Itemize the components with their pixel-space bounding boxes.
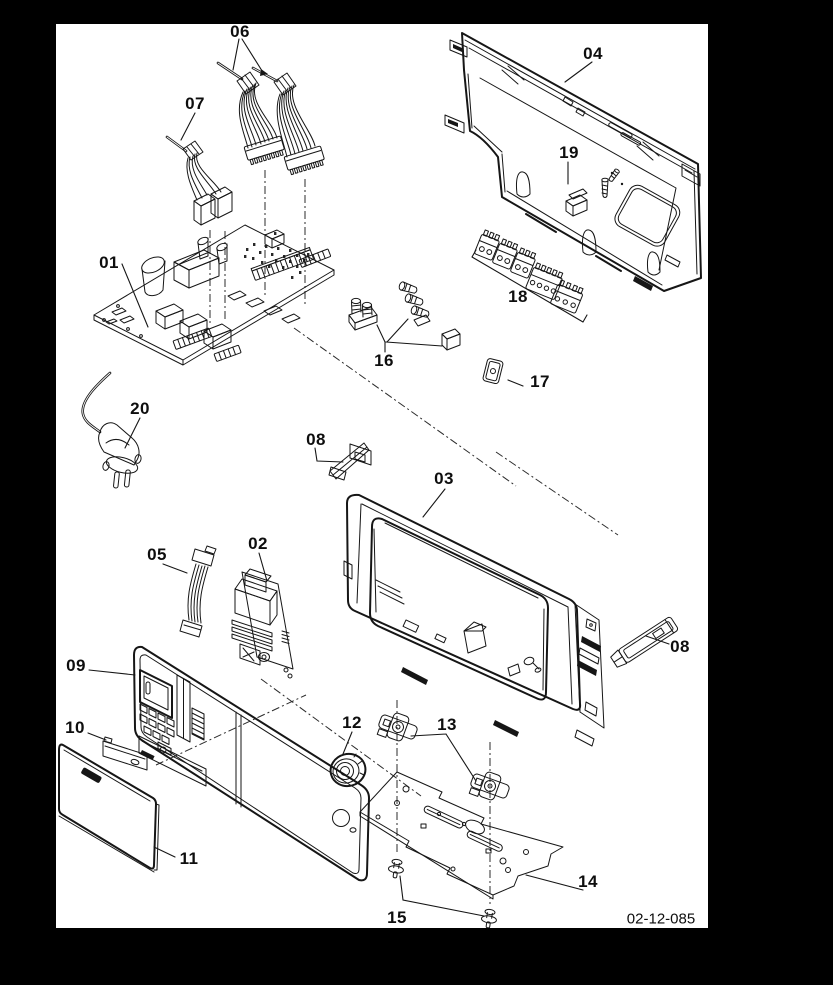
part-17-blanking-cover bbox=[482, 358, 504, 385]
callout-15: 15 bbox=[387, 908, 407, 927]
pcb-component-cluster bbox=[244, 232, 310, 279]
display-window bbox=[139, 669, 173, 719]
callout-08-right: 08 bbox=[670, 637, 690, 656]
part-01-control-board bbox=[93, 224, 335, 366]
callout-16: 16 bbox=[374, 351, 394, 370]
part-03-control-frame bbox=[343, 493, 605, 747]
callout-13: 13 bbox=[437, 715, 457, 734]
callout-04: 04 bbox=[583, 44, 603, 63]
drawing-number: 02-12-085 bbox=[626, 910, 696, 928]
part-18-terminal-blocks bbox=[474, 229, 584, 314]
callout-12: 12 bbox=[342, 713, 362, 732]
callout-07: 07 bbox=[185, 94, 205, 113]
part-06-wiring-harnesses bbox=[216, 61, 325, 176]
axis-lines bbox=[155, 170, 619, 904]
leader-lines bbox=[87, 38, 670, 917]
part-02-transformer-module bbox=[231, 568, 294, 679]
callout-09: 09 bbox=[66, 656, 86, 675]
callout-06: 06 bbox=[230, 22, 250, 41]
callout-17: 17 bbox=[530, 372, 550, 391]
part-15-screws bbox=[388, 858, 497, 928]
callout-03: 03 bbox=[434, 469, 454, 488]
connector-slot bbox=[191, 707, 205, 741]
fastening-boss bbox=[565, 188, 588, 217]
button-rows bbox=[139, 703, 175, 756]
part-11-cover-door bbox=[58, 743, 160, 873]
part-16-grommets bbox=[348, 281, 461, 351]
callout-14: 14 bbox=[578, 872, 598, 891]
diagram-canvas: 06 07 01 04 19 18 16 17 20 08 03 05 02 0… bbox=[56, 22, 708, 928]
part-09-front-panel bbox=[133, 645, 370, 882]
part-07-wiring-harness bbox=[165, 135, 233, 226]
callout-11: 11 bbox=[179, 849, 199, 868]
callout-08-left: 08 bbox=[306, 430, 326, 449]
part-19-screws bbox=[601, 168, 624, 198]
part-14-base-plate bbox=[359, 771, 564, 900]
callout-19: 19 bbox=[559, 143, 579, 162]
callout-01: 01 bbox=[99, 253, 119, 272]
part-08-right-latch bbox=[610, 616, 679, 668]
exploded-diagram bbox=[58, 32, 702, 928]
part-05-ribbon-cable bbox=[179, 545, 217, 638]
callout-10: 10 bbox=[65, 718, 85, 737]
part-12-knob bbox=[329, 752, 367, 788]
part-20-power-plug bbox=[81, 371, 142, 489]
callout-05: 05 bbox=[147, 545, 167, 564]
part-13-retaining-clips bbox=[376, 712, 510, 801]
callout-02: 02 bbox=[248, 534, 268, 553]
callout-20: 20 bbox=[130, 399, 150, 418]
part-08-left-latch bbox=[328, 442, 372, 481]
callout-18: 18 bbox=[508, 287, 528, 306]
part-04-rear-housing bbox=[444, 32, 702, 292]
